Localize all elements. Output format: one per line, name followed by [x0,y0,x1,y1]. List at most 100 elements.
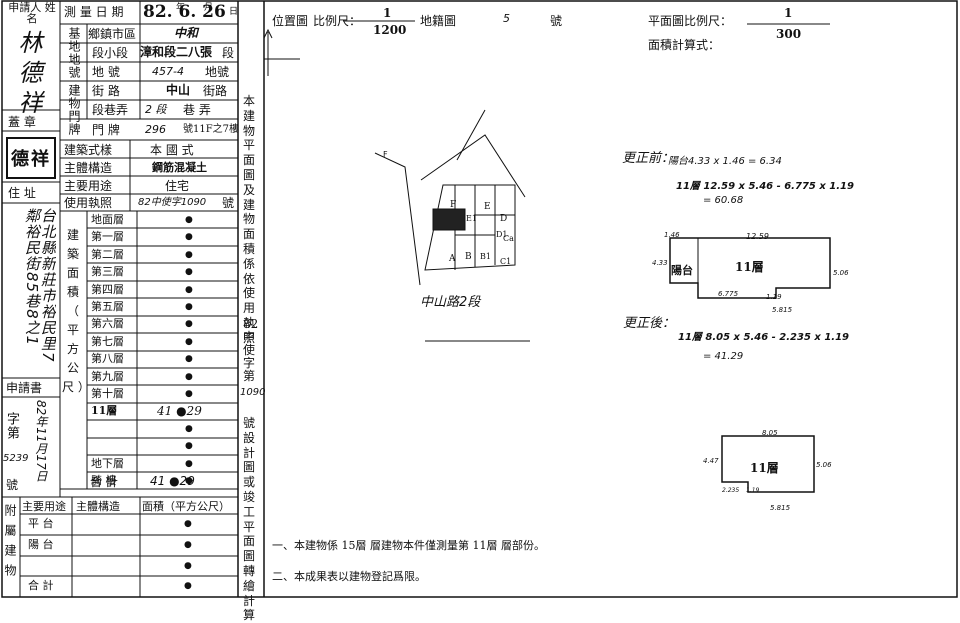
floor-value: ● [185,354,193,365]
annex-area: ● [184,581,192,591]
plan-dim-5815: 5.815 [772,306,793,314]
floor-row: 第三層● [87,264,238,281]
survey-date-label: 測 量 日 期 [64,5,124,19]
section-value: 漳和段二八張 [140,45,213,59]
survey-date-unit-year: 年 [176,3,186,13]
before-formula: 陽台4.33 x 1.46 = 6.34 [668,156,782,167]
license-suffix: 號 [222,196,235,210]
floor-label: 騎 樓 [91,474,117,487]
annex-row: 合 計● [20,576,238,596]
lot-letter-F: F [450,200,457,210]
floor-value: ● [185,319,193,330]
floor-value: ● [185,336,193,347]
annex-header-structure: 主體構造 [76,500,120,513]
floor-label: 地下層 [91,456,124,470]
annex-area: ● [184,540,192,550]
after-dim-119: 1.19 [746,487,760,494]
after-dim-2235: 2.235 [722,487,740,494]
section-label: 段小段 [92,46,129,60]
plan-dim-433: 4.33 [652,259,668,267]
lot-letter-D1: D1 [496,230,508,239]
plan-dim-119: 1.19 [766,293,782,301]
middle-strip-text-bottom: 號設計圖或竣工平面圖轉繪計算 [243,416,256,623]
building-no-label: 建物門牌 [67,84,81,136]
annex-row: 陽 台 ● [20,535,238,555]
structure-value: 鋼筋混凝土 [152,161,207,174]
lot-suffix: 地號 [205,65,230,79]
application-no: 5239 [3,453,29,464]
lot-letter-C1: C1 [500,257,512,266]
section-suffix: 段 [222,46,235,60]
annex-use: 平 台 [28,517,54,530]
floor-label: 第二層 [91,247,124,261]
form-grid [1,0,958,598]
lane-suffix: 巷 弄 [183,103,211,117]
plan-dim-1259: 12.59 [746,232,769,241]
floor-label: 第四層 [91,282,124,296]
before-label: 更正前： [622,151,675,166]
road-label: 中山路2段 [420,295,481,310]
floor-row: 第六層 ● [87,316,238,333]
floor-label: 第五層 [91,300,124,313]
annex-use: 陽 台 [28,538,54,551]
floor-value: 41 ●29 [157,404,202,419]
floor-value: ● [185,232,193,243]
cadastral-label: 地籍圖 [420,14,457,28]
floor-value: ● [185,371,193,382]
floor-label: 地面層 [91,213,124,226]
floor-label: 第九層 [91,369,124,383]
floor-label: 第三層 [91,265,124,279]
after-result: = 41.29 [703,351,744,362]
application-date: 82年11月17日 [34,400,48,482]
floor-value: ● [185,389,193,399]
location-scale-label: 比例尺： [313,14,362,28]
lot-letter-B1: B1 [480,252,491,261]
annex-row: ● [20,556,238,576]
floor-label: 第六層 [91,317,124,331]
area-calc-label: 面積計算式： [648,38,721,52]
after-dim-506: 5.06 [816,461,832,469]
application-label: 申請書 [6,381,43,395]
lane-value: 2 段 [145,103,167,116]
floor-row: 第十層● [87,386,238,403]
floor-row: 第二層● [87,247,238,264]
door-value: 296 [145,123,166,136]
plan-balcony-label: 陽台 [671,264,693,277]
applicant-name: 林德祥 [14,30,42,120]
seal-stamp: 德祥 [6,137,56,179]
floor-row: 第四層 ● [87,282,238,299]
floor-value: ● [185,441,193,452]
after-11f-label: 11層 [750,461,779,475]
applicant-label: 申請人 姓 名 [8,1,56,25]
floor-plan-after [721,435,815,493]
floor-row: ● [87,438,238,455]
plan-scale-label: 平面圖比例尺： [648,14,733,28]
floor-value: ● [185,284,193,295]
lot-letter-Ca: Ca [503,234,514,243]
lot-letter-D: D [500,214,508,224]
building-area-label: 建 築 面 積 （ 平 方 公 尺 ） [62,228,90,394]
survey-date-unit-day: 日 [229,7,239,17]
application-word: 字第 [4,412,19,440]
note-2: 二、本成果表以建物登記爲限。 [272,570,426,583]
license-value: 82中使字1090 [138,197,207,208]
annex-label: 附屬建物 [3,504,17,584]
annex-area: ● [184,561,192,571]
floor-value: ● [185,458,193,469]
address-value: 台北縣新莊市裕民里7鄰裕民街85巷8之1 [23,208,56,363]
location-scale-den: 1200 [373,23,407,37]
floor-label: 第七層 [91,334,124,348]
floor-row: 第一層● [87,229,238,246]
survey-date: 82. 6. 26 [143,2,226,22]
lot-value: 457-4 [152,65,184,78]
after-dim-5815: 5.815 [770,504,791,512]
seal-text: 德祥 [11,149,51,170]
use-label: 主要用途 [64,179,113,193]
lot-letter-B: B [465,252,472,262]
annex-row: 平 台● [20,514,238,534]
location-map-sketch: F [374,109,526,286]
street-value: 中山 [166,83,191,97]
floor-label: 第八層 [91,352,124,366]
location-map-label: 位置圖 [272,14,309,28]
